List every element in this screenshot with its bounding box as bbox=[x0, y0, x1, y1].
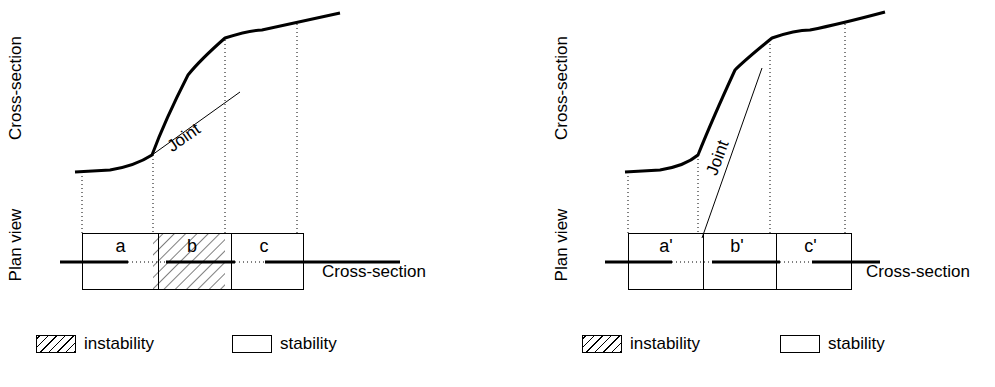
legend-swatch bbox=[780, 335, 820, 353]
legend-swatch bbox=[582, 335, 622, 353]
plan-cell: a bbox=[82, 233, 159, 290]
joint-label: Joint bbox=[164, 120, 205, 157]
projection-lines bbox=[82, 24, 297, 233]
cell-label: a bbox=[83, 236, 158, 256]
cell-label: a' bbox=[629, 236, 703, 256]
legend-swatch bbox=[36, 335, 76, 353]
cell-label: b bbox=[153, 236, 231, 256]
section-line bbox=[605, 262, 880, 263]
legend-text: instability bbox=[84, 334, 154, 354]
axis-label: Cross-section bbox=[552, 36, 572, 140]
cell-label: b' bbox=[698, 236, 776, 256]
cell-label: c' bbox=[770, 236, 851, 256]
legend-text: instability bbox=[630, 334, 700, 354]
legend-text: stability bbox=[280, 334, 337, 354]
section-label: Cross-section bbox=[322, 262, 426, 282]
legend-swatch bbox=[232, 335, 272, 353]
legend-text: stability bbox=[828, 334, 885, 354]
slope-profile bbox=[75, 13, 340, 172]
plan-cell: b' bbox=[698, 233, 777, 290]
section-label: Cross-section bbox=[866, 262, 970, 282]
joint-line bbox=[702, 68, 762, 238]
axis-label: Plan view bbox=[552, 209, 572, 282]
joint-label: Joint bbox=[702, 138, 733, 179]
cell-label: c bbox=[225, 236, 303, 256]
axis-label: Plan view bbox=[6, 209, 26, 282]
projection-lines bbox=[628, 24, 845, 233]
plan-cell: c bbox=[225, 233, 304, 290]
plan-cell: c' bbox=[770, 233, 852, 290]
plan-cell: a' bbox=[628, 233, 704, 290]
plan-cell: b bbox=[153, 233, 232, 290]
slope-profile bbox=[625, 12, 885, 172]
axis-label: Cross-section bbox=[6, 36, 26, 140]
